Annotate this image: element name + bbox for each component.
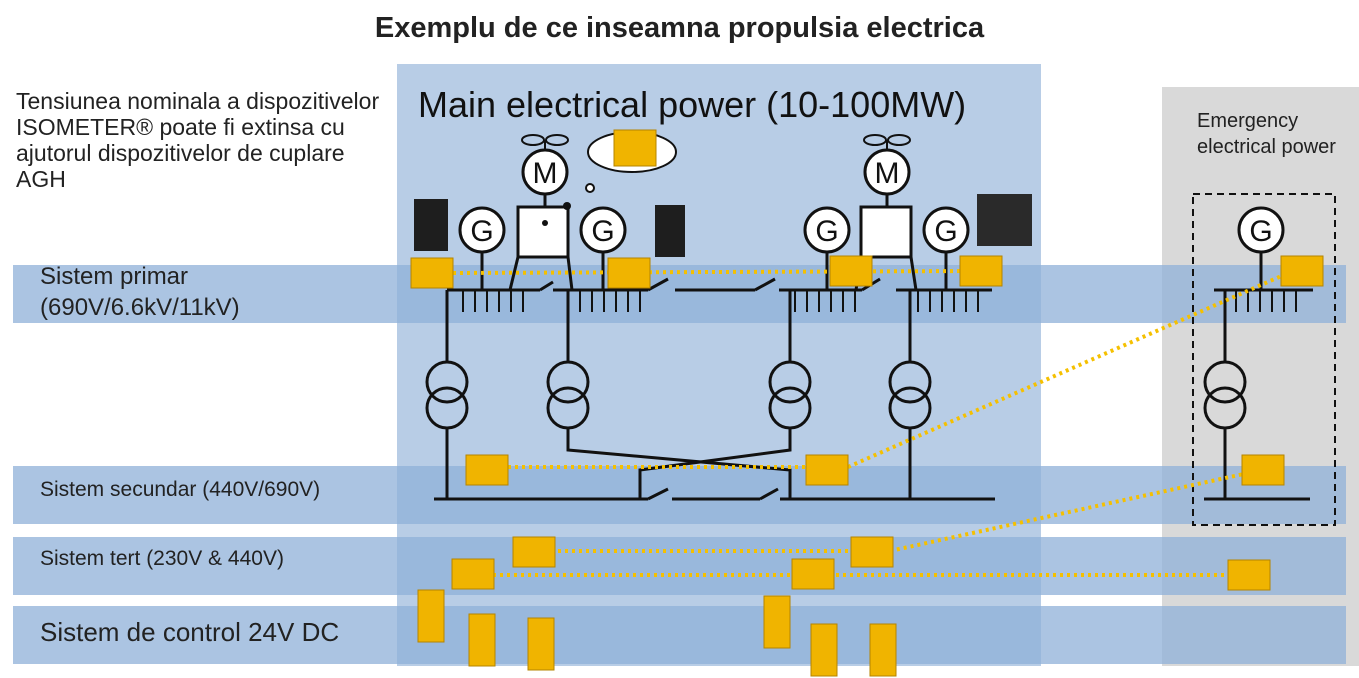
band-label-secundar: Sistem secundar (440V/690V) [40,478,321,501]
band-label-tert: Sistem tert (230V & 440V) [40,547,284,570]
transformer-2-top [546,360,590,404]
generator-3-label: G [815,215,838,248]
generator-emergency-label: G [1249,215,1272,248]
breaker-secondary-1 [647,487,669,501]
motor-1-label: M [533,157,558,190]
transformer-3-top [768,360,812,404]
band-secundar [13,466,1346,524]
page-title: Exemplu de ce inseamna propulsia electri… [374,12,985,44]
monitoring-links [452,268,1296,577]
breaker-secondary-2 [759,487,779,501]
isometer-dark-devices [414,194,1032,257]
band-label-primar: Sistem primar (690V/6.6kV/11kV) [40,263,240,321]
emergency-dashed-box [1192,193,1336,526]
converter-2 [859,205,913,259]
band-control [13,606,1346,664]
transformer-4-top [888,360,932,404]
band-primar [13,265,1346,323]
breaker-primary-2 [647,277,669,292]
band-tert [13,537,1346,595]
generator-2-label: G [591,215,614,248]
emergency-power-label: Emergency electrical power [1197,110,1336,158]
breaker-primary-1 [539,280,554,292]
note-text: Tensiunea nominala a dispozitivelor ISOM… [16,88,380,192]
main-power-label: Main electrical power (10-100MW) [418,84,967,125]
generator-4-label: G [934,215,957,248]
isometer-yellow-devices [410,129,1324,677]
transformer-1-top [425,360,469,404]
transformer-emergency-top [1203,360,1247,404]
feeder-ticks [462,290,1297,312]
band-label-control: Sistem de control 24V DC [40,617,340,647]
motor-2-label: M [875,157,900,190]
generator-1-label: G [470,215,493,248]
breaker-primary-3 [754,277,776,292]
converter-1 [516,205,570,259]
